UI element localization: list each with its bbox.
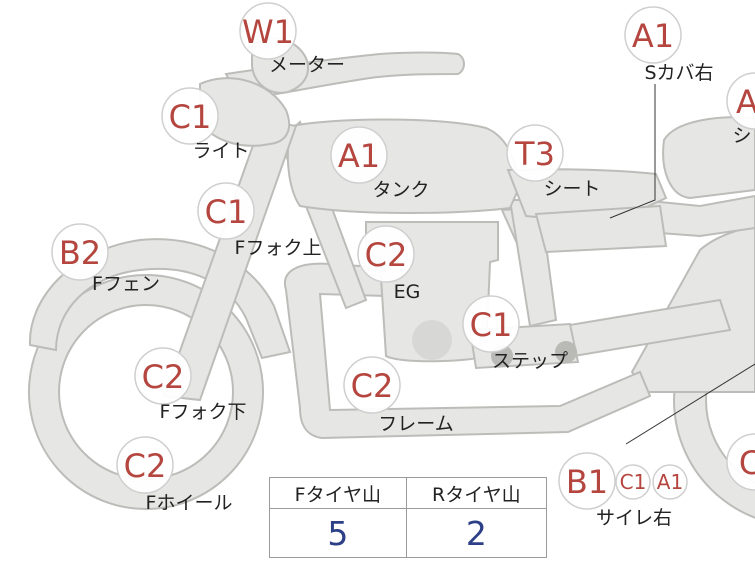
side-cover-label: Sカバ右 (644, 62, 713, 84)
side-cover-shape (662, 116, 755, 200)
fork-lower-label: Fフォク下 (160, 401, 247, 423)
tank-marker: A1 タンク (330, 126, 430, 201)
fork-lower-grade: C2 (142, 358, 185, 396)
silencer-extra-grade-2: A1 (657, 470, 683, 494)
tire-tread-table: Fタイヤ山 Rタイヤ山 5 2 (269, 477, 548, 558)
fork-upper-label: Fフォク上 (235, 237, 322, 259)
step-peg-2 (555, 341, 577, 363)
engine-grade: C2 (365, 236, 408, 274)
right-edge-lower-marker: C (726, 433, 755, 491)
silencer-extra-grade-1: C1 (620, 470, 647, 494)
light-marker: C1 ライト (161, 87, 250, 162)
front-wheel-label: Fホイール (146, 492, 233, 514)
front-wheel-shape (28, 274, 264, 510)
tank-label: タンク (372, 179, 429, 201)
seat-marker: T3 シート (506, 124, 601, 200)
step-label: ステップ (492, 350, 568, 372)
seat-label: シート (543, 178, 600, 200)
front-fender-marker: B2 Fフェン (51, 223, 160, 295)
frame-marker: C2 フレーム (343, 356, 454, 435)
step-marker: C1 ステップ (462, 295, 568, 372)
side-cover-leader (609, 84, 656, 219)
front-tire-header: Fタイヤ山 (269, 477, 407, 509)
side-cover-marker: A1 Sカバ右 (624, 6, 714, 84)
rear-tire-value: 2 (405, 508, 548, 558)
right-edge-marker: A シ (726, 72, 755, 147)
silencer-leader (625, 363, 755, 445)
seat-rear-shape (534, 204, 668, 254)
side-cover-grade: A1 (632, 17, 674, 55)
meter-grade: W1 (242, 13, 294, 51)
silencer-marker: B1 C1 A1 サイレ右 (558, 452, 688, 529)
fork-lower-marker: C2 Fフォク下 (134, 347, 247, 423)
frame-label: フレーム (378, 413, 453, 435)
meter-label: メーター (269, 54, 345, 76)
front-tire-value: 5 (269, 508, 407, 558)
step-grade: C1 (470, 306, 513, 344)
rear-wheel (673, 281, 755, 519)
front-wheel-marker: C2 Fホイール (116, 436, 233, 514)
frame-shape (283, 262, 652, 440)
right-edge-grade: A (736, 83, 755, 121)
meter-marker: W1 メーター (239, 2, 345, 76)
engine-label: EG (394, 281, 421, 303)
headlight-shape (199, 77, 291, 147)
right-edge-label: シ (732, 125, 751, 147)
front-fender-label: Fフェン (92, 273, 160, 295)
fork-upper-marker: C1 Fフォク上 (197, 182, 322, 259)
engine-cover (412, 320, 452, 360)
fork-upper-grade: C1 (205, 193, 248, 231)
front-fender-grade: B2 (59, 234, 101, 272)
rear-tire-header: Rタイヤ山 (405, 477, 548, 509)
seat-grade: T3 (514, 135, 555, 173)
tank-grade: A1 (338, 137, 380, 175)
light-grade: C1 (169, 98, 212, 136)
front-wheel-grade: C2 (124, 447, 167, 485)
engine-marker: C2 EG (357, 225, 421, 303)
light-label: ライト (192, 140, 249, 162)
silencer-grade: B1 (566, 463, 608, 501)
right-edge-lower-grade: C (739, 444, 755, 482)
silencer-label: サイレ右 (596, 507, 672, 529)
frame-grade: C2 (351, 367, 394, 405)
